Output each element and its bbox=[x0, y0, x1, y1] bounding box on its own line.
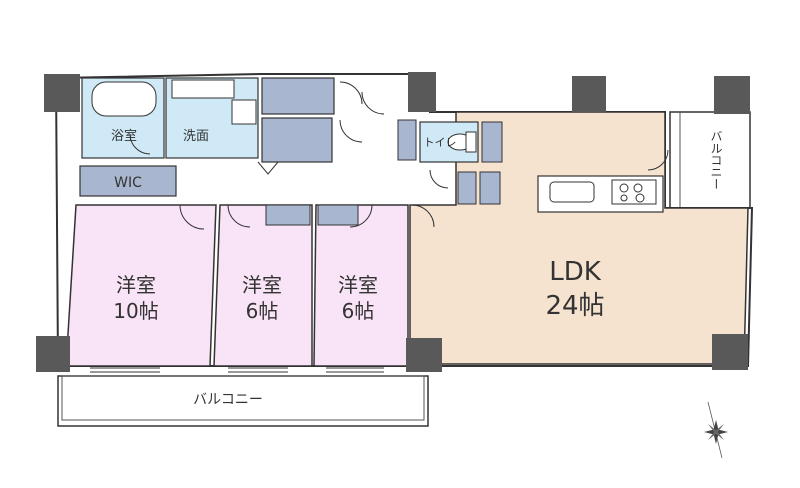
western3-size: 6帖 bbox=[342, 299, 375, 323]
western3-name: 洋室 bbox=[338, 273, 378, 297]
balcony-bottom-label: バルコニー bbox=[193, 392, 263, 408]
closet-c bbox=[457, 171, 477, 205]
bath-label: 浴室 bbox=[111, 128, 137, 144]
windows bbox=[90, 367, 384, 373]
structural-columns bbox=[36, 72, 750, 372]
western-room-1 bbox=[65, 204, 217, 367]
balcony-bottom bbox=[57, 375, 429, 427]
western1-size: 10帖 bbox=[113, 299, 158, 323]
balcony-right-label: バルコニー bbox=[709, 130, 723, 190]
western1-name: 洋室 bbox=[116, 273, 156, 297]
balcony-right bbox=[669, 111, 751, 209]
western2-size: 6帖 bbox=[246, 299, 279, 323]
ldk-name: LDK bbox=[549, 257, 602, 287]
storage-2 bbox=[261, 117, 333, 163]
closet-e bbox=[265, 204, 311, 226]
washroom-label: 洗面 bbox=[183, 129, 209, 144]
wic-room bbox=[79, 165, 177, 197]
closet-a bbox=[397, 119, 417, 161]
western2-name: 洋室 bbox=[242, 273, 282, 297]
closet-f bbox=[317, 204, 359, 226]
compass-rose-icon bbox=[704, 401, 728, 459]
kitchen-counter bbox=[537, 175, 664, 213]
toilet-label: トイレ bbox=[424, 136, 457, 149]
ldk-size: 24帖 bbox=[545, 291, 604, 321]
storage-1 bbox=[261, 77, 335, 115]
closet-b bbox=[481, 121, 503, 163]
closet-d bbox=[479, 171, 501, 205]
door-swings bbox=[129, 81, 669, 230]
wic-label: WIC bbox=[114, 175, 142, 191]
